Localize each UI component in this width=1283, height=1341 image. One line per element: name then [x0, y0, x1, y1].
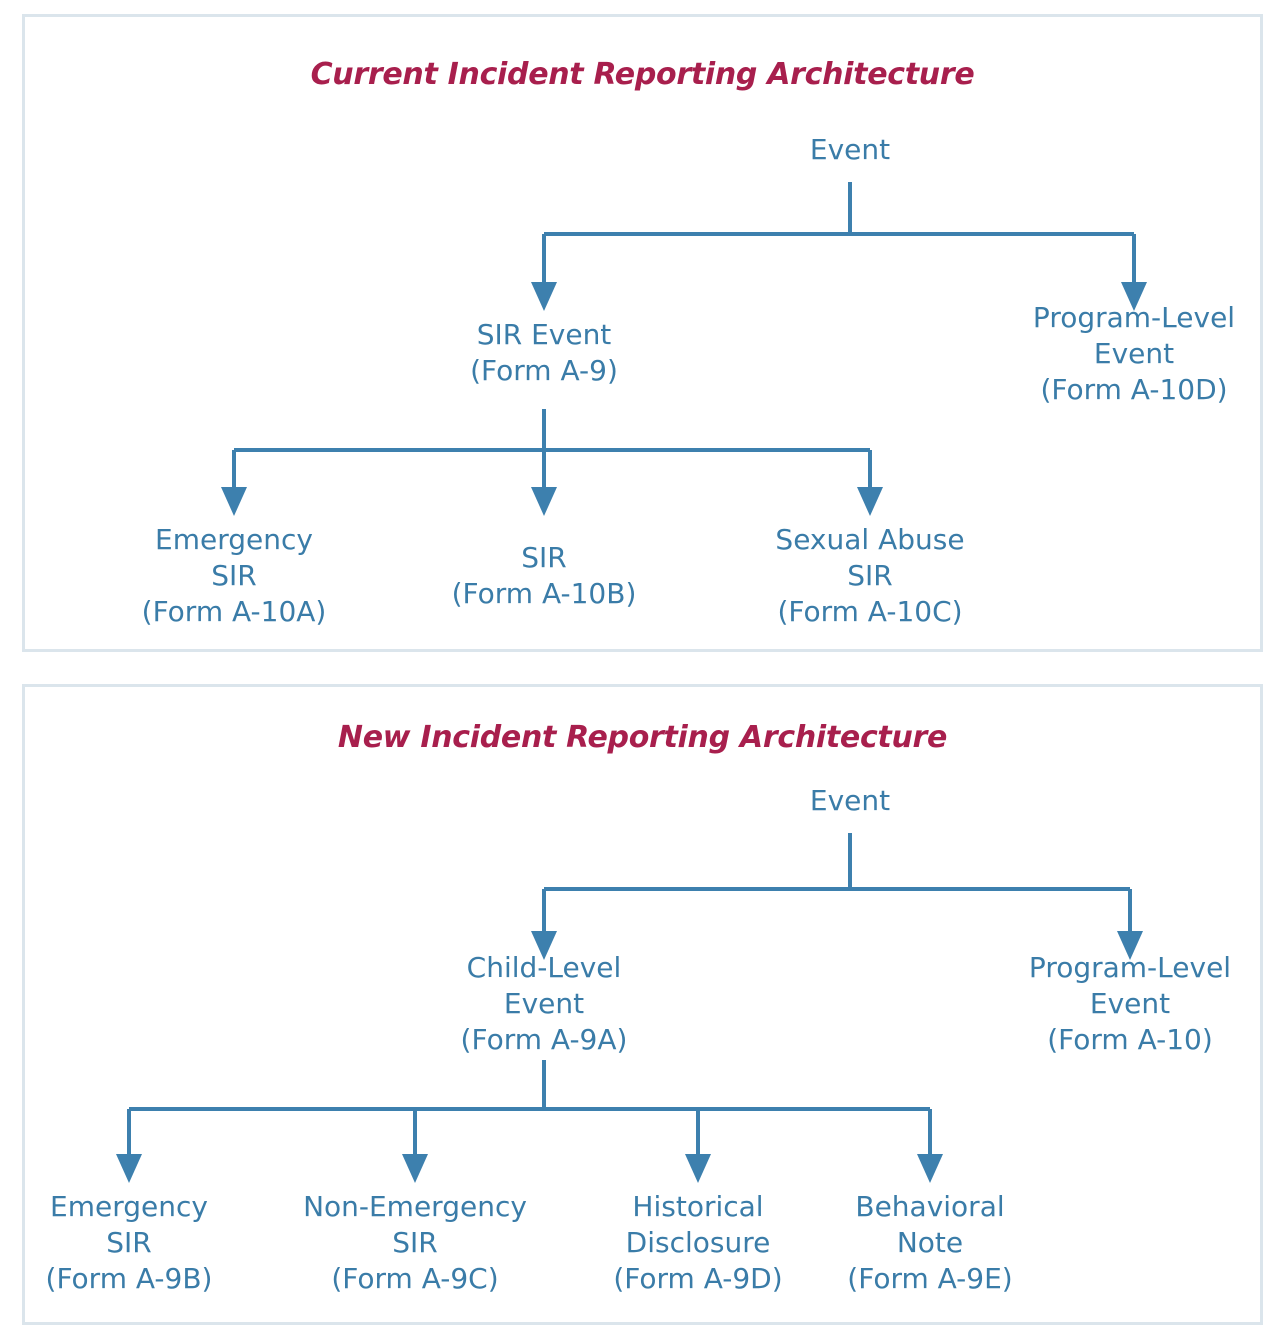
node-new-non-emergency-sir: Non-Emergency SIR (Form A-9C) [303, 1190, 527, 1295]
arrowhead-sir [531, 487, 557, 516]
arrowhead-emergency-sir [116, 1154, 142, 1183]
node-new-child-level-event: Child-Level Event (Form A-9A) [460, 951, 628, 1056]
node-current-emergency-sir: Emergency SIR (Form A-10A) [141, 523, 327, 628]
node-current-event: Event [809, 133, 891, 166]
panel-new-title: New Incident Reporting Architecture [337, 720, 948, 755]
node-current-sir: SIR (Form A-10B) [451, 541, 637, 610]
arrowhead-sexual-abuse-sir [857, 487, 883, 516]
node-new-historical-disclosure: Historical Disclosure (Form A-9D) [613, 1190, 783, 1295]
arrowhead-historical-disclosure [685, 1154, 711, 1183]
node-new-emergency-sir: Emergency SIR (Form A-9B) [45, 1190, 213, 1295]
node-new-behavioral-note: Behavioral Note (Form A-9E) [847, 1190, 1013, 1295]
arrowhead-sir-event [531, 282, 557, 311]
node-current-sir-event: SIR Event (Form A-9) [470, 318, 618, 387]
node-new-event: Event [809, 784, 891, 817]
panel-current-architecture: Current Incident Reporting Architecture … [22, 14, 1263, 652]
node-current-sexual-abuse-sir: Sexual Abuse SIR (Form A-10C) [775, 523, 965, 628]
panel-new-architecture: New Incident Reporting Architecture Even… [22, 684, 1263, 1325]
panel-current-title: Current Incident Reporting Architecture [310, 57, 975, 92]
arrowhead-emergency-sir [221, 487, 247, 516]
node-current-program-level-event: Program-Level Event (Form A-10D) [1032, 301, 1236, 406]
arrowhead-non-emergency-sir [402, 1154, 428, 1183]
arrowhead-behavioral-note [917, 1154, 943, 1183]
node-new-program-level-event: Program-Level Event (Form A-10) [1028, 951, 1232, 1056]
